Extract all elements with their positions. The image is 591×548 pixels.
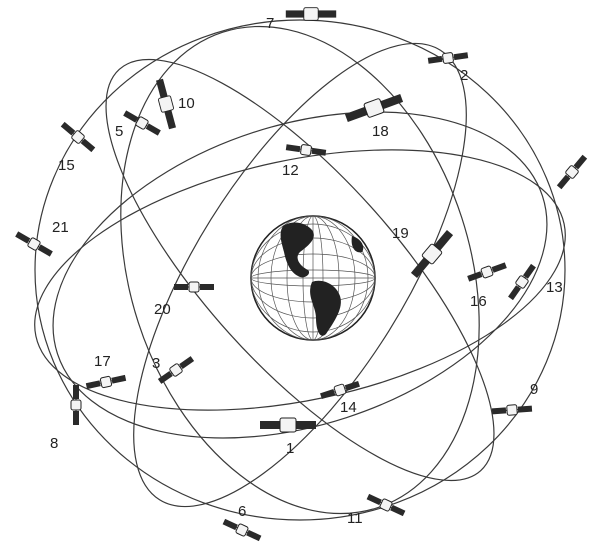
satellite-9: 9 bbox=[492, 381, 539, 416]
satellite-5: 5 bbox=[115, 109, 162, 140]
satellite-10: 10 bbox=[153, 78, 194, 130]
satellite-7-label: 7 bbox=[266, 15, 274, 32]
satellite-12-label: 12 bbox=[282, 162, 299, 179]
satellite-12: 12 bbox=[282, 142, 327, 179]
satellite-10-label: 10 bbox=[178, 95, 195, 112]
satellite-15: 15 bbox=[58, 120, 97, 174]
satellite-19-label: 19 bbox=[392, 225, 409, 242]
satellite-17-label: 17 bbox=[94, 353, 111, 370]
satellite-2: 2 bbox=[427, 50, 468, 84]
satellite-5-label: 5 bbox=[115, 123, 123, 140]
satellite-18: 18 bbox=[344, 91, 404, 140]
satellite-14-label: 14 bbox=[340, 399, 357, 416]
satellite-2-label: 2 bbox=[460, 67, 468, 84]
satellite-8: 8 bbox=[50, 385, 81, 452]
satellite-6-label: 6 bbox=[238, 503, 246, 520]
globe-icon bbox=[251, 216, 375, 340]
satellite-3: 3 bbox=[152, 354, 195, 385]
satellite-3-label: 3 bbox=[152, 355, 160, 372]
satellite-16-label: 16 bbox=[470, 293, 487, 310]
satellite-1: 1 bbox=[260, 418, 316, 457]
satellite-16: 16 bbox=[466, 260, 507, 310]
satellite-20-label: 20 bbox=[154, 301, 171, 318]
satellite-4 bbox=[555, 153, 588, 190]
satellite-6: 6 bbox=[222, 503, 262, 543]
satellite-8-label: 8 bbox=[50, 435, 58, 452]
satellite-9-label: 9 bbox=[530, 381, 538, 398]
satellite-13: 13 bbox=[506, 263, 562, 302]
satellite-18-label: 18 bbox=[372, 123, 389, 140]
satellite-14: 14 bbox=[319, 379, 360, 416]
satellite-17: 17 bbox=[85, 353, 126, 391]
satellite-13-label: 13 bbox=[546, 279, 563, 296]
satellite-11-label: 11 bbox=[347, 510, 363, 527]
satellite-15-label: 15 bbox=[58, 157, 75, 174]
satellite-1-label: 1 bbox=[286, 440, 294, 457]
satellite-21-label: 21 bbox=[52, 219, 69, 236]
satellite-20: 20 bbox=[154, 282, 214, 318]
satellite-21: 21 bbox=[14, 219, 69, 258]
